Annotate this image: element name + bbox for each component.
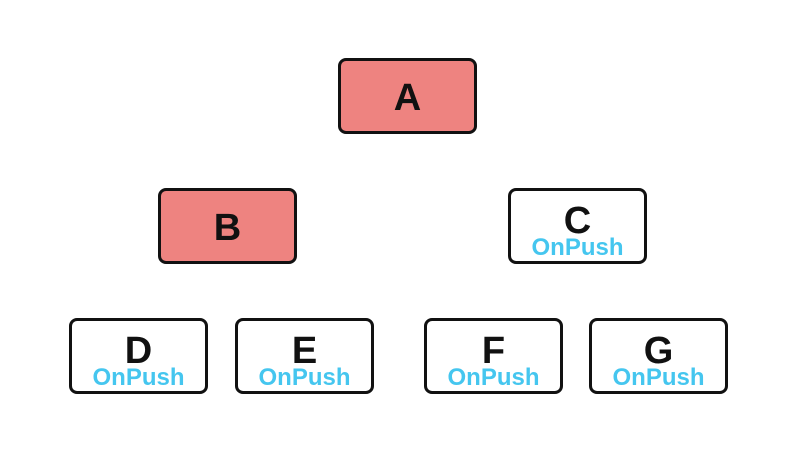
node-g-onpush-tag: OnPush	[612, 364, 705, 391]
node-g-label: G	[643, 330, 674, 372]
node-g: G OnPush	[589, 318, 728, 394]
node-f: F OnPush	[424, 318, 563, 394]
node-e: E OnPush	[235, 318, 374, 394]
node-e-label: E	[291, 330, 318, 372]
node-f-label: F	[481, 330, 506, 372]
node-c: C OnPush	[508, 188, 647, 264]
node-a: A	[338, 58, 477, 134]
node-b-label: B	[213, 207, 242, 249]
node-d-label: D	[124, 330, 153, 372]
node-d-onpush-tag: OnPush	[92, 364, 185, 391]
node-d: D OnPush	[69, 318, 208, 394]
node-e-onpush-tag: OnPush	[258, 364, 351, 391]
node-c-label: C	[563, 200, 592, 242]
node-a-label: A	[393, 77, 422, 119]
node-c-onpush-tag: OnPush	[531, 234, 624, 261]
node-b: B	[158, 188, 297, 264]
node-f-onpush-tag: OnPush	[447, 364, 540, 391]
